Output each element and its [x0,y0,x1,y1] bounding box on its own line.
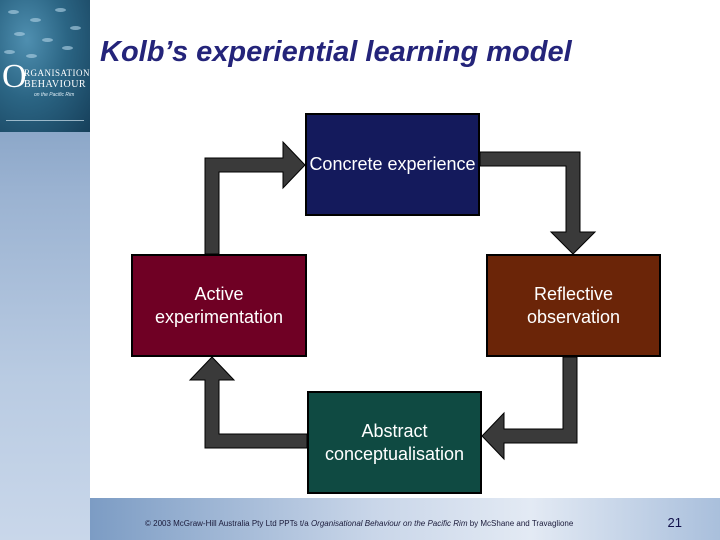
arrow-active-to-concrete [205,142,305,254]
copyright-notice: © 2003 McGraw-Hill Australia Pty Ltd PPT… [145,519,573,528]
active-experimentation-label: Active experimentation [133,283,305,329]
abstract-conceptualisation-label: Abstract conceptualisation [309,420,480,466]
arrow-abstract-to-active [190,357,307,448]
arrow-reflective-to-abstract [482,357,577,459]
reflective-observation-label: Reflective observation [488,283,659,329]
copyright-suffix: by McShane and Travaglione [467,519,573,528]
reflective-observation-box: Reflective observation [486,254,661,357]
copyright-prefix: © 2003 McGraw-Hill Australia Pty Ltd PPT… [145,519,311,528]
page-number: 21 [668,515,682,530]
concrete-experience-box: Concrete experience [305,113,480,216]
concrete-experience-label: Concrete experience [309,153,475,176]
arrow-concrete-to-reflective [480,152,595,254]
abstract-conceptualisation-box: Abstract conceptualisation [307,391,482,494]
book-title: Organisational Behaviour on the Pacific … [311,519,468,528]
footer-bar: © 2003 McGraw-Hill Australia Pty Ltd PPT… [90,498,720,540]
active-experimentation-box: Active experimentation [131,254,307,357]
